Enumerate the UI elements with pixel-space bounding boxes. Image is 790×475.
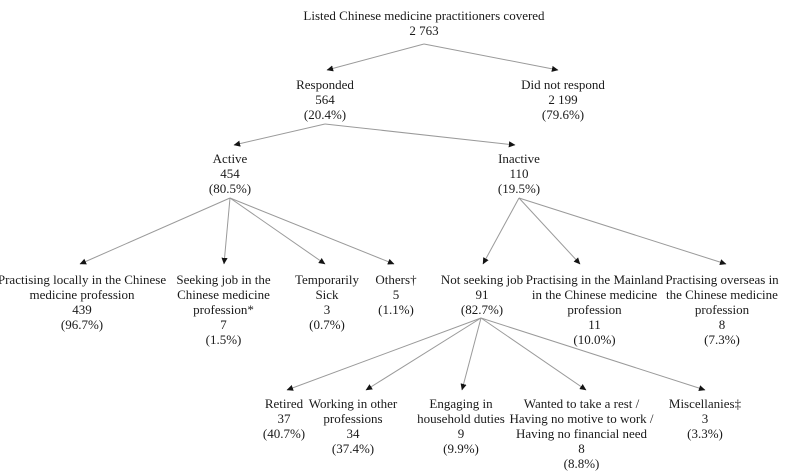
node-others-label: Others† xyxy=(375,272,417,287)
node-not-seeking-job: Not seeking job 91 (82.7%) xyxy=(426,272,538,317)
node-retired-value: 37 xyxy=(277,411,291,426)
node-active-pct: (80.5%) xyxy=(208,181,252,196)
node-others-pct: (1.1%) xyxy=(378,302,414,317)
edge-active-others xyxy=(229,197,395,265)
node-retired-label: Retired xyxy=(264,396,304,411)
node-temporarily-sick-pct: (0.7%) xyxy=(309,317,345,332)
node-not-seeking-job-value: 91 xyxy=(475,287,489,302)
node-practising-overseas-value: 8 xyxy=(718,317,726,332)
node-practising-overseas: Practising overseas in the Chinese medic… xyxy=(656,272,788,347)
edge-root-responded xyxy=(326,43,425,72)
node-wanted-rest-value: 8 xyxy=(578,441,585,456)
node-inactive-pct: (19.5%) xyxy=(497,181,541,196)
node-active: Active 454 (80.5%) xyxy=(185,151,275,196)
edge-inactive-not-seeking-job xyxy=(482,197,520,265)
node-seeking-job: Seeking job in the Chinese medicine prof… xyxy=(166,272,281,347)
node-practising-mainland-label: Practising in the Mainland in the Chines… xyxy=(525,272,664,317)
node-household-duties: Engaging in household duties 9 (9.9%) xyxy=(405,396,517,456)
node-responded-label: Responded xyxy=(296,77,354,92)
edge-responded-active xyxy=(233,123,326,147)
node-miscellanies-label: Miscellanies‡ xyxy=(668,396,742,411)
node-practising-mainland: Practising in the Mainland in the Chines… xyxy=(522,272,667,347)
node-root: Listed Chinese medicine practitioners co… xyxy=(274,8,574,38)
node-temporarily-sick-label: Temporarily Sick xyxy=(294,272,360,302)
edge-notseeking-household xyxy=(460,317,482,391)
node-others-value: 5 xyxy=(392,287,400,302)
node-working-other-professions: Working in other professions 34 (37.4%) xyxy=(297,396,409,456)
node-practising-locally-pct: (96.7%) xyxy=(60,317,104,332)
node-inactive-label: Inactive xyxy=(498,151,540,166)
node-miscellanies-value: 3 xyxy=(701,411,709,426)
node-responded-value: 564 xyxy=(315,92,335,107)
node-wanted-rest: Wanted to take a rest / Having no motive… xyxy=(504,396,659,471)
edge-notseeking-working-other xyxy=(365,317,482,391)
node-did-not-respond-label: Did not respond xyxy=(521,77,605,92)
node-household-duties-label: Engaging in household duties xyxy=(417,396,505,426)
node-seeking-job-value: 7 xyxy=(220,317,227,332)
edge-notseeking-wanted-rest xyxy=(480,317,587,391)
node-miscellanies-pct: (3.3%) xyxy=(687,426,723,441)
edge-inactive-practising-overseas xyxy=(518,197,727,266)
node-household-duties-pct: (9.9%) xyxy=(443,441,479,456)
node-practising-locally: Practising locally in the Chinese medici… xyxy=(0,272,167,332)
node-not-seeking-job-pct: (82.7%) xyxy=(460,302,504,317)
node-seeking-job-pct: (1.5%) xyxy=(205,332,242,347)
node-inactive: Inactive 110 (19.5%) xyxy=(474,151,564,196)
edge-inactive-practising-mainland xyxy=(518,197,581,265)
node-seeking-job-label: Seeking job in the Chinese medicine prof… xyxy=(176,272,271,317)
node-did-not-respond-pct: (79.6%) xyxy=(541,107,585,122)
node-practising-locally-label: Practising locally in the Chinese medici… xyxy=(0,272,167,302)
edge-notseeking-miscellanies xyxy=(480,317,706,392)
edge-active-temporarily-sick xyxy=(229,197,326,265)
node-practising-overseas-pct: (7.3%) xyxy=(704,332,740,347)
node-active-label: Active xyxy=(212,151,248,166)
node-retired: Retired 37 (40.7%) xyxy=(249,396,319,441)
node-did-not-respond: Did not respond 2 199 (79.6%) xyxy=(503,77,623,122)
node-household-duties-value: 9 xyxy=(457,426,465,441)
edge-responded-inactive xyxy=(324,123,516,148)
node-practising-mainland-value: 11 xyxy=(588,317,601,332)
node-retired-pct: (40.7%) xyxy=(262,426,306,441)
node-root-value: 2 763 xyxy=(409,23,439,38)
node-working-other-pct: (37.4%) xyxy=(331,441,375,456)
node-did-not-respond-value: 2 199 xyxy=(548,92,578,107)
edge-active-practising-locally xyxy=(79,197,231,265)
node-practising-overseas-label: Practising overseas in the Chinese medic… xyxy=(665,272,779,317)
node-not-seeking-job-label: Not seeking job xyxy=(440,272,524,287)
node-wanted-rest-pct: (8.8%) xyxy=(563,456,600,471)
node-temporarily-sick: Temporarily Sick 3 (0.7%) xyxy=(285,272,369,332)
node-working-other-value: 34 xyxy=(346,426,360,441)
node-practising-locally-value: 439 xyxy=(72,302,92,317)
node-others: Others† 5 (1.1%) xyxy=(361,272,431,317)
edge-notseeking-retired xyxy=(286,317,482,391)
node-active-value: 454 xyxy=(220,166,240,181)
node-miscellanies: Miscellanies‡ 3 (3.3%) xyxy=(655,396,755,441)
node-temporarily-sick-value: 3 xyxy=(323,302,331,317)
node-responded-pct: (20.4%) xyxy=(303,107,347,122)
node-wanted-rest-label: Wanted to take a rest / Having no motive… xyxy=(509,396,654,441)
node-practising-mainland-pct: (10.0%) xyxy=(573,332,616,347)
node-responded: Responded 564 (20.4%) xyxy=(270,77,380,122)
node-root-label: Listed Chinese medicine practitioners co… xyxy=(303,8,545,23)
node-inactive-value: 110 xyxy=(509,166,529,181)
node-working-other-label: Working in other professions xyxy=(308,396,398,426)
edge-active-seeking-job xyxy=(221,197,231,265)
edge-root-did-not-respond xyxy=(423,43,559,72)
